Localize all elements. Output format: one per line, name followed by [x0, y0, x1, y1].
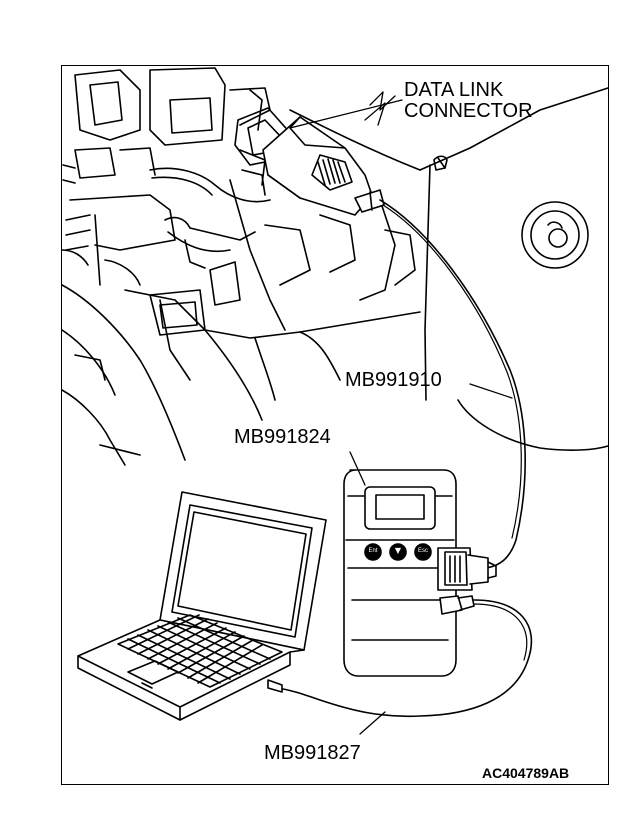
data-link-connector-label-line2: CONNECTOR — [404, 100, 533, 122]
mb991910-label: MB991910 — [345, 369, 442, 391]
mb991827-label: MB991827 — [264, 742, 361, 764]
leader-lines — [289, 91, 513, 735]
tester-button-ent: Ent — [368, 548, 378, 554]
data-link-connector-label-line1: DATA LINK — [404, 79, 504, 101]
tester-button-esc: Esc — [417, 548, 428, 554]
mb991827-cable — [277, 599, 533, 718]
figure-code: AC404789AB — [482, 765, 570, 781]
mb991910-plug — [262, 116, 385, 216]
mb991824-label: MB991824 — [234, 426, 331, 448]
mb991824-tester — [343, 469, 497, 677]
laptop — [77, 491, 327, 721]
dashboard-drawing — [61, 67, 609, 466]
figure-frame — [61, 65, 609, 785]
mb991910-cable — [379, 199, 526, 569]
tester-button-down: ▼ — [394, 546, 402, 555]
